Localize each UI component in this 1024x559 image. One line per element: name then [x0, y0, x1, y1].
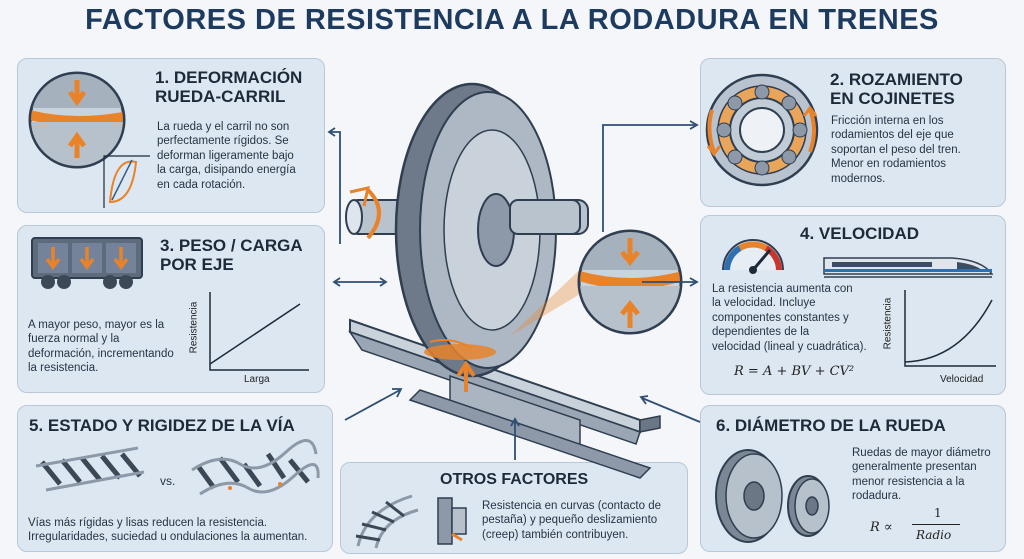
panel1-text: La rueda y el carril no son perfectament… [157, 121, 296, 191]
flange-icon [437, 497, 467, 545]
versus-label: vs. [160, 474, 176, 488]
panel3-heading: 3. PESO / CARGA POR EJE [160, 236, 303, 275]
panel4-heading: 4. VELOCIDAD [800, 224, 920, 243]
panel6-text: Ruedas de mayor diámetro generalmente pr… [852, 447, 991, 503]
diameter-formula-den: Radio [916, 528, 952, 542]
deformation-illustration [28, 71, 150, 208]
fraction-bar [912, 524, 960, 525]
speed-resistance-graph [904, 290, 996, 367]
panel4-text: La resistencia aumenta con la velocidad.… [712, 283, 867, 353]
high-speed-train-icon [823, 257, 994, 278]
contact-zoom-icon [577, 229, 683, 335]
wheel-rail-illustration [345, 82, 661, 479]
panel1-heading: 1. DEFORMACIÓN RUEDA-CARRIL [155, 68, 303, 107]
panel-track-condition [17, 405, 333, 552]
smooth-track-icon [35, 446, 145, 492]
bearing-icon [705, 73, 819, 187]
other-heading: OTROS FACTORES [440, 471, 589, 488]
other-text: Resistencia en curvas (contacto de pesta… [482, 500, 661, 541]
panel5-heading: 5. ESTADO Y RIGIDEZ DE LA VÍA [29, 416, 295, 435]
panel-other-factors [340, 462, 688, 554]
curved-track-icon [355, 494, 419, 549]
page-title: FACTORES DE RESISTENCIA A LA RODADURA EN… [85, 4, 939, 36]
rough-track-icon [191, 439, 320, 496]
diameter-formula-lhs: R ∝ [870, 520, 893, 535]
panel3-xlabel: Larga [244, 374, 270, 385]
panel4-xlabel: Velocidad [940, 374, 984, 385]
panel3-text: A mayor peso, mayor es la fuerza normal … [28, 319, 174, 375]
panel2-heading: 2. ROZAMIENTO EN COJINETES [830, 70, 963, 109]
speed-formula: R = A + BV + CV² [734, 364, 855, 379]
panel6-heading: 6. DIÁMETRO DE LA RUEDA [716, 416, 946, 435]
speedometer-icon [722, 239, 784, 274]
panel2-text: Fricción interna en los rodamientos del … [831, 115, 961, 185]
diameter-formula-num: 1 [934, 506, 942, 520]
wheel-sizes-icon [715, 449, 830, 543]
freight-wagon-icon [31, 237, 143, 289]
panel5-text: Vías más rígidas y lisas reducen la resi… [28, 517, 308, 544]
load-resistance-graph [209, 292, 309, 371]
